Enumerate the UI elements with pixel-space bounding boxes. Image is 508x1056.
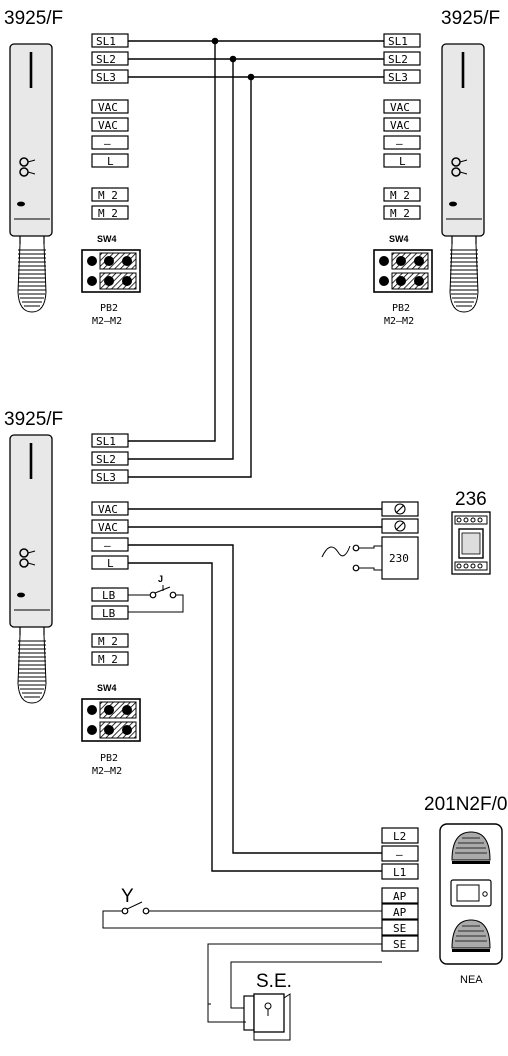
panel-terminal-minus: — [396,848,403,861]
terminal-tl-m2-2 [91,205,129,220]
terminal-tr-sl3-label: SL3 [388,71,408,84]
terminal-m-sl3-label: SL3 [96,471,116,484]
handset-label-top-left: 3925/F [4,8,63,29]
terminal-tr-m2-2 [383,205,421,220]
terminal-tl-vac-1-label: VAC [98,101,118,114]
mains-ac-icon [321,544,382,572]
terminal-tr-m2-1 [383,187,421,202]
handset-label-middle: 3925/F [4,409,63,430]
panel-terminal-ap-1: AP [393,890,407,903]
terminal-tl-m2-2-label: M 2 [98,207,118,220]
panel-wires [128,544,382,872]
terminal-tr-vac-2-label: VAC [390,119,410,132]
terminal-tr-m2-2-label: M 2 [390,207,410,220]
jumper-m-caption-1: PB2 [100,753,118,764]
terminal-m-m2-2-label: M 2 [98,653,118,666]
panel-brand-label: NEA [460,974,483,986]
panel-terminal-l1: L1 [393,866,406,879]
jumper-m-icon [81,698,141,742]
jumper-tr-caption-2: M2–M2 [384,316,414,327]
terminal-m-m2-2 [91,651,129,666]
terminal-tr-vac-1 [383,99,421,114]
pushbutton-y-icon [102,901,382,929]
terminal-m-sl2 [91,451,129,466]
terminal-tl-m2-1 [91,187,129,202]
terminal-tr-sl2-label: SL2 [388,53,408,66]
handset-middle-icon [8,433,54,705]
power-input-label: 230 [389,552,409,565]
jumper-tl-caption-2: M2–M2 [92,316,122,327]
terminal-tl-minus-label: — [104,137,111,150]
terminal-tr-m2-1-label: M 2 [390,189,410,202]
terminal-m-sl1-label: SL1 [96,435,116,448]
terminal-tl-m2-1-label: M 2 [98,189,118,202]
terminal-m-m2-1 [91,633,129,648]
terminal-m-m2-1-label: M 2 [98,635,118,648]
panel-terminals [381,827,419,952]
terminal-m-lb-2-label: LB [102,607,116,620]
handset-label-top-right: 3925/F [441,8,500,29]
terminal-m-sl3 [91,469,129,484]
jumper-m-caption-2: M2–M2 [92,766,122,777]
terminal-tr-minus [383,135,421,150]
terminal-tl-vac-2-label: VAC [98,119,118,132]
terminal-m-vac-1-label: VAC [98,503,118,516]
panel-terminal-se-1: SE [393,922,406,935]
terminal-m-sl2-label: SL2 [96,453,116,466]
pushbutton-y-label: Y [121,886,134,907]
terminal-tr-vac-2 [383,117,421,132]
terminal-m-vac-2-label: VAC [98,521,118,534]
switch-j-label: J [158,574,163,584]
terminal-tr-l [383,153,421,168]
terminal-tl-vac-1 [91,99,129,114]
switch-j [128,585,184,613]
terminal-m-l-label: L [107,557,114,570]
terminal-tl-vac-2 [91,117,129,132]
terminal-tl-sl2-label: SL2 [96,53,116,66]
jumper-tl-label: SW4 [97,234,117,244]
jumper-tl-caption-1: PB2 [100,303,118,314]
panel-terminal-ap-2: AP [393,906,407,919]
terminal-m-sl1 [91,433,129,448]
bus-sl-wires [128,37,384,478]
jumper-tr-caption-1: PB2 [392,303,410,314]
panel-label: 201N2F/0 [424,794,507,815]
terminal-tl-minus [91,135,129,150]
terminal-tr-minus-label: — [396,137,403,150]
jumper-tr-icon [373,249,433,293]
power-supply-label: 236 [455,489,487,510]
terminal-tr-sl1-label: SL1 [388,35,408,48]
panel-terminal-se-2: SE [393,938,406,951]
jumper-tr-label: SW4 [389,234,409,244]
lock-label: S.E. [256,971,292,992]
terminal-tr-vac-1-label: VAC [390,101,410,114]
electric-lock-icon [207,943,382,1041]
vac-wires [128,508,382,528]
handset-top-right-icon [440,42,486,314]
terminal-tl-sl1-label: SL1 [96,35,116,48]
jumper-m-label: SW4 [97,683,117,693]
jumper-tl-icon [81,249,141,293]
power-supply-icon [451,511,491,575]
panel-terminal-l2: L2 [393,830,406,843]
terminal-tl-sl3-label: SL3 [96,71,116,84]
door-panel-icon [439,823,503,965]
terminal-tl-l-label: L [107,155,114,168]
terminal-tl-l [91,153,129,168]
terminal-m-lb-1-label: LB [102,589,116,602]
power-terminals [381,501,419,580]
terminal-m-minus-label: — [104,539,111,552]
handset-top-left-icon [8,42,54,314]
terminal-tr-l-label: L [399,155,406,168]
